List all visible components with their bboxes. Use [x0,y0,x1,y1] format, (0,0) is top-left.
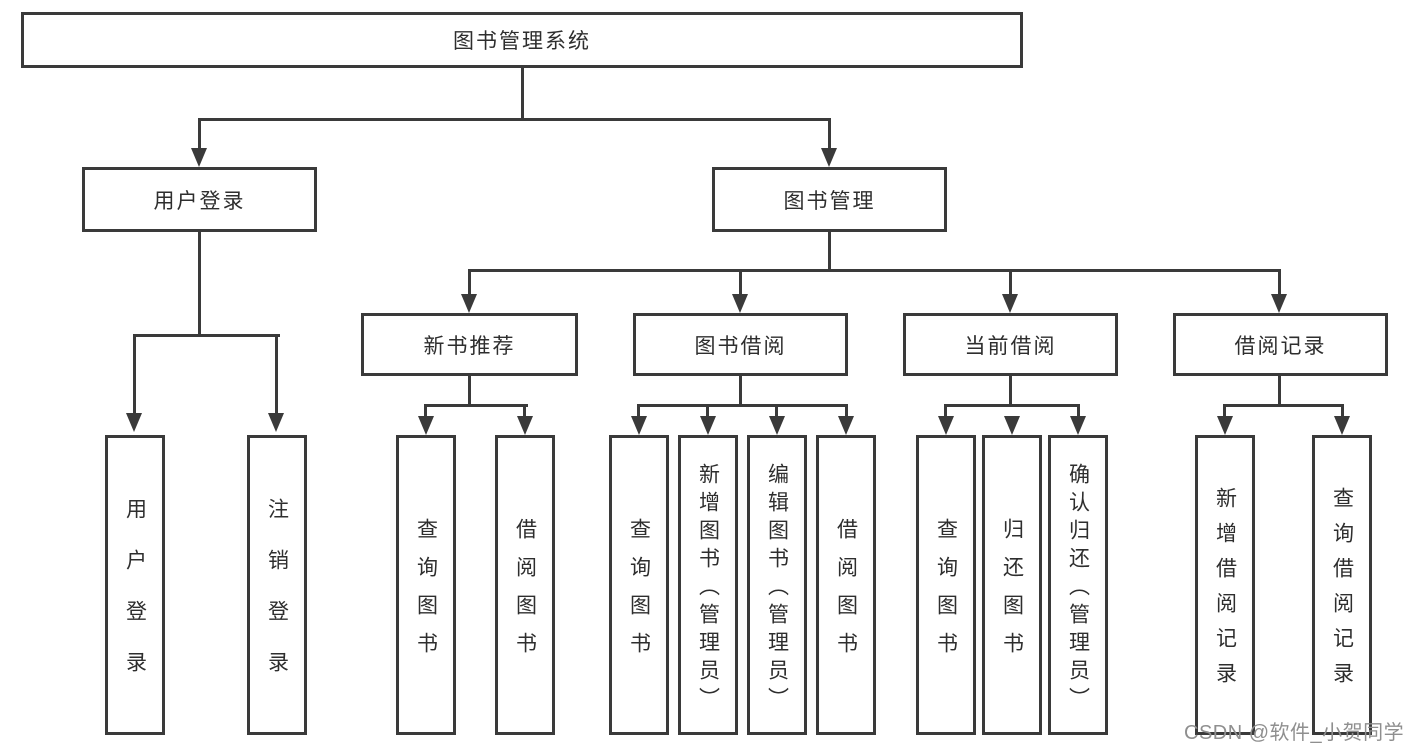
connector-current-borrow-stub [1009,376,1012,407]
node-new-book-recommend: 新书推荐 [361,313,578,376]
leaf-logout-login: 注销登录 [247,435,307,735]
arrowhead-add-borrow-record [1217,416,1233,435]
connector-book-borrow-stub [739,376,742,407]
arrowhead-book-management [821,148,837,167]
leaf-borrow-book-recommend: 借阅图书 [495,435,555,735]
arrowhead-edit-book [769,416,785,435]
connector-root-bracket [198,118,831,121]
node-book-management: 图书管理 [712,167,947,232]
connector-drop [944,404,947,417]
connector-drop-current-borrow [1009,269,1012,295]
connector-root-stub [521,68,524,121]
connector-borrow-record-stub [1278,376,1281,407]
arrowhead-new-book [461,294,477,313]
leaf-query-book-recommend: 查询图书 [396,435,456,735]
node-label: 当前借阅 [964,334,1057,358]
node-book-borrow: 图书借阅 [633,313,848,376]
connector-drop [637,404,640,417]
arrowhead-query-book [938,416,954,435]
arrowhead-confirm-return [1070,416,1086,435]
leaf-label: 编辑图书（管理员） [765,462,789,715]
leaf-edit-book-admin: 编辑图书（管理员） [747,435,807,735]
connector-drop [523,404,526,417]
arrowhead-borrow-book [838,416,854,435]
connector-drop [775,404,778,417]
leaf-borrow-book: 借阅图书 [816,435,876,735]
connector-drop [424,404,427,417]
leaf-user-login: 用户登录 [105,435,165,735]
leaf-query-book-borrow: 查询图书 [609,435,669,735]
leaf-confirm-return-admin: 确认归还（管理员） [1048,435,1108,735]
connector-book-borrow-bracket [637,404,848,407]
arrowhead-user-login [191,148,207,167]
leaf-label: 确认归还（管理员） [1066,462,1090,715]
arrowhead-borrow-record [1271,294,1287,313]
arrowhead-query-borrow-record [1334,416,1350,435]
connector-new-book-bracket [424,404,528,407]
arrowhead-book-borrow [732,294,748,313]
connector-drop-logout-leaf [275,334,278,414]
connector-book-management-bracket [468,269,1281,272]
arrowhead-current-borrow [1002,294,1018,313]
connector-new-book-stub [468,376,471,407]
node-label: 用户登录 [153,189,246,213]
leaf-add-borrow-record: 新增借阅记录 [1195,435,1255,735]
connector-drop-book-management [828,118,831,150]
connector-drop-new-book [468,269,471,295]
leaf-label: 查询图书 [414,517,438,670]
connector-drop-login-leaf [133,334,136,414]
connector-borrow-record-bracket [1223,404,1344,407]
leaf-label: 查询借阅记录 [1330,487,1354,697]
arrowhead-login-leaf [126,413,142,432]
arrowhead-logout-leaf [268,413,284,432]
leaf-label: 用户登录 [123,498,147,702]
connector-drop [1341,404,1344,417]
leaf-label: 借阅图书 [513,517,537,670]
leaf-return-book: 归还图书 [982,435,1042,735]
node-label: 图书借阅 [694,334,787,358]
connector-book-management-stub [828,232,831,272]
connector-user-login-bracket [133,334,280,337]
arrowhead-query-book [418,416,434,435]
node-user-login: 用户登录 [82,167,317,232]
leaf-label: 注销登录 [265,498,289,702]
leaf-label: 借阅图书 [834,517,858,670]
connector-drop [706,404,709,417]
connector-drop-user-login [198,118,201,150]
leaf-add-book-admin: 新增图书（管理员） [678,435,738,735]
node-library-management-system: 图书管理系统 [21,12,1023,68]
node-label: 图书管理系统 [453,30,591,53]
node-label: 图书管理 [783,189,876,213]
connector-drop [1077,404,1080,417]
arrowhead-return-book [1004,416,1020,435]
arrowhead-borrow-book [517,416,533,435]
node-label: 新书推荐 [423,334,516,358]
leaf-label: 归还图书 [1000,517,1024,670]
connector-drop-book-borrow [739,269,742,295]
leaf-label: 新增借阅记录 [1213,487,1237,697]
leaf-label: 查询图书 [934,517,958,670]
connector-drop [1223,404,1226,417]
leaf-query-borrow-record: 查询借阅记录 [1312,435,1372,735]
connector-user-login-stub [198,232,201,337]
leaf-label: 查询图书 [627,517,651,670]
leaf-query-book-current: 查询图书 [916,435,976,735]
node-current-borrow: 当前借阅 [903,313,1118,376]
connector-drop [845,404,848,417]
node-borrow-record: 借阅记录 [1173,313,1388,376]
node-label: 借阅记录 [1234,334,1327,358]
watermark: CSDN @软件_小贺同学 [1184,722,1405,744]
connector-current-borrow-bracket [944,404,1080,407]
arrowhead-query-book [631,416,647,435]
leaf-label: 新增图书（管理员） [696,462,720,715]
arrowhead-add-book [700,416,716,435]
connector-drop-borrow-record [1278,269,1281,295]
